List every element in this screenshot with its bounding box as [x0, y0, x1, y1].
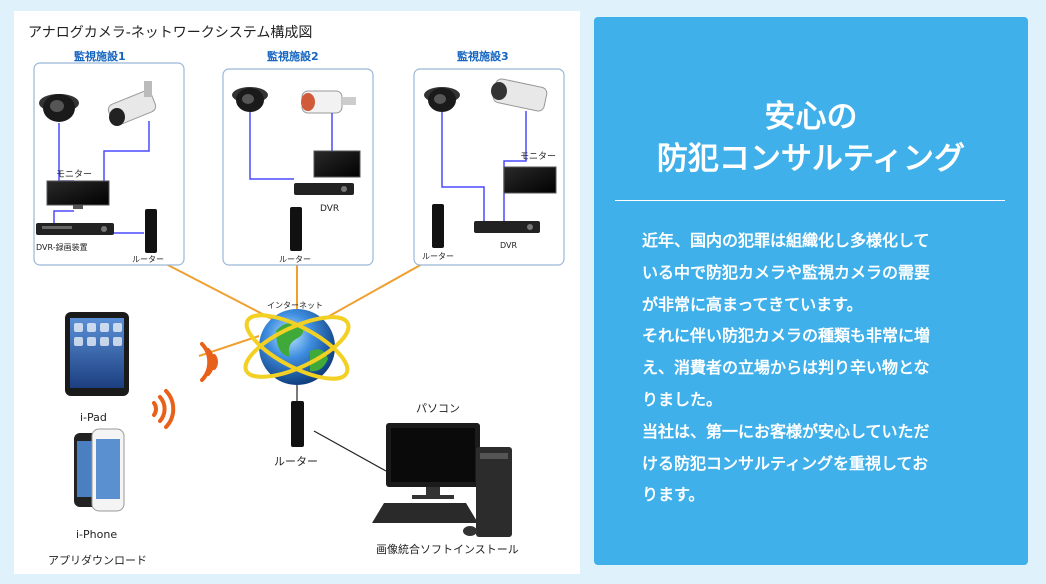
facility-2-title: 監視施設2	[267, 49, 319, 63]
facility-3-router-label: ルーター	[422, 252, 454, 261]
software-install-label: 画像統合ソフトインストール	[376, 542, 519, 556]
panel-title-line1: 安心の	[764, 99, 858, 135]
panel-body: 近年、国内の犯罪は組織化し多様化して いる中で防犯カメラや監視カメラの需要 が非…	[642, 225, 987, 511]
globe-icon	[243, 309, 351, 385]
panel-body-line: え、消費者の立場からは判り辛い物とな	[642, 358, 930, 378]
monitor-icon	[46, 180, 110, 209]
dvr-recorder-icon	[36, 223, 114, 235]
facility-2-router-label: ルーター	[279, 255, 311, 264]
monitor-icon	[313, 150, 361, 178]
router-icon	[291, 401, 304, 447]
bullet-camera-icon	[491, 78, 548, 112]
facility-3-title: 監視施設3	[457, 49, 509, 63]
facility-3: 監視施設3 モニター	[413, 49, 565, 266]
dvr-recorder-icon	[294, 183, 354, 195]
facility-1-title: 監視施設1	[74, 49, 126, 63]
facility-2-dvr-label: DVR	[320, 204, 339, 214]
consulting-panel: 安心の 防犯コンサルティング 近年、国内の犯罪は組織化し多様化して いる中で防犯…	[594, 17, 1028, 565]
internet-label: インターネット	[267, 301, 323, 310]
app-download-label: アプリダウンロード	[48, 553, 147, 567]
iphone-icon	[74, 428, 125, 512]
panel-body-line: いる中で防犯カメラや監視カメラの需要	[642, 262, 931, 282]
panel-title-line2: 防犯コンサルティング	[656, 141, 966, 177]
facility-2: 監視施設2	[222, 49, 374, 266]
wifi-signal-icon	[152, 389, 176, 429]
router-icon	[290, 207, 302, 251]
router-icon	[432, 204, 444, 248]
dome-camera-icon	[424, 87, 460, 112]
bullet-camera-icon	[107, 81, 157, 126]
iphone-label: i-Phone	[76, 528, 117, 541]
facility-2-frame	[222, 68, 374, 266]
facility-3-monitor-label: モニター	[520, 151, 556, 162]
panel-body-line: ります。	[642, 485, 705, 505]
panel-body-line: が非常に高まってきています。	[642, 294, 863, 314]
ipad-icon	[65, 312, 129, 396]
facility-1-dvr-label: DVR-録画装置	[36, 242, 88, 252]
panel-body-line: りました。	[642, 389, 723, 409]
facility-3-dvr-label: DVR	[500, 241, 517, 250]
panel-body-line: 近年、国内の犯罪は組織化し多様化して	[642, 231, 930, 250]
diagram-title: アナログカメラ-ネットワークシステム構成図	[28, 25, 312, 41]
panel-divider	[615, 200, 1005, 201]
facility-1-monitor-label: モニター	[56, 169, 92, 180]
wifi-signal-icon	[200, 342, 218, 382]
dvr-recorder-icon	[474, 221, 540, 233]
lower-router-label: ルーター	[274, 455, 318, 468]
pc-icon	[372, 423, 512, 537]
panel-body-line: それに伴い防犯カメラの種類も非常に増	[642, 326, 931, 346]
router-icon	[145, 209, 157, 253]
panel-body-line: 当社は、第一にお客様が安心していただ	[642, 421, 930, 441]
facility-1-router-label: ルーター	[132, 255, 164, 264]
panel-body-line: ける防犯コンサルティングを重視してお	[642, 453, 929, 473]
dome-camera-icon	[39, 94, 79, 122]
facility-1: 監視施設1	[33, 49, 185, 266]
network-diagram: アナログカメラ-ネットワークシステム構成図 監視施設1	[14, 11, 580, 574]
monitor-icon	[503, 166, 557, 194]
pc-label: パソコン	[416, 402, 460, 415]
ipad-label: i-Pad	[80, 411, 107, 424]
bullet-camera-icon	[301, 90, 356, 114]
dome-camera-icon	[232, 87, 268, 112]
